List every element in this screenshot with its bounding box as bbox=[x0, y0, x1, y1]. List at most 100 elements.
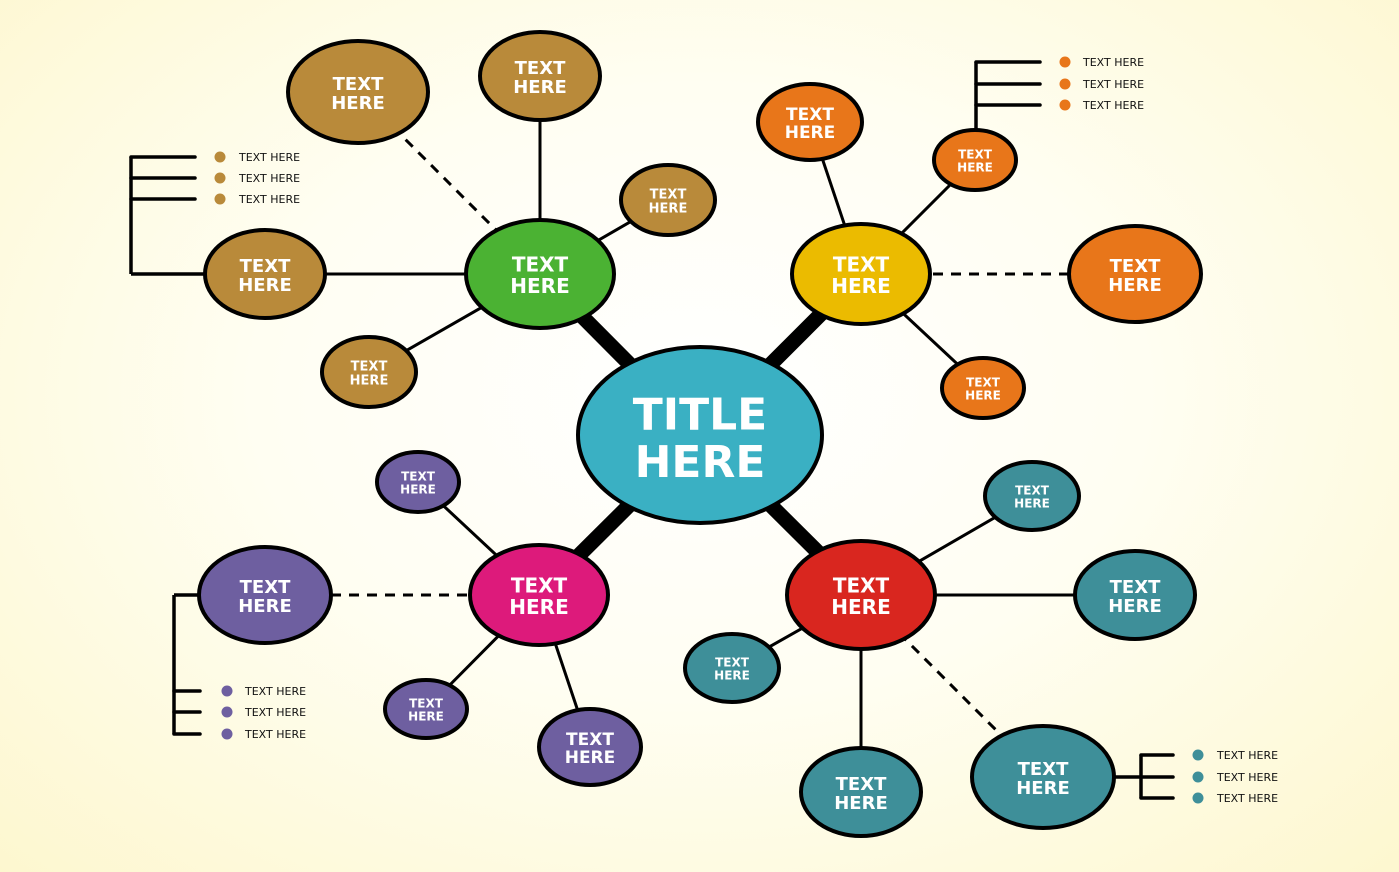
nodes: TEXTHERETEXTHERETEXTHERETEXTHERETEXTHERE… bbox=[197, 30, 1203, 838]
bullet-text-magenta-2: TEXT HERE bbox=[244, 728, 306, 741]
leaf-node-magenta-3-label-1: TEXT bbox=[566, 730, 614, 750]
bullet-text-green-2: TEXT HERE bbox=[238, 193, 300, 206]
leaf-node-green-4-shape bbox=[320, 335, 418, 409]
leaf-node-yellow-2-shape bbox=[1067, 224, 1203, 324]
bullet-text-red-1: TEXT HERE bbox=[1216, 771, 1278, 784]
bullet-dot bbox=[1192, 749, 1204, 761]
leaf-node-green-2-shape bbox=[619, 163, 717, 237]
bullet-text-red-0: TEXT HERE bbox=[1216, 749, 1278, 762]
leaf-node-yellow-0-label-1: TEXT bbox=[786, 105, 834, 125]
leaf-node-magenta-2-label-1: TEXT bbox=[409, 697, 444, 711]
leaf-node-yellow-3-label-2: HERE bbox=[965, 388, 1001, 402]
leaf-node-red-2-label-1: TEXT bbox=[715, 656, 750, 670]
leaf-node-green-0-label-2: HERE bbox=[331, 93, 385, 114]
bullet-text-yellow-1: TEXT HERE bbox=[1082, 78, 1144, 91]
hub-node-red-label-1: TEXT bbox=[833, 574, 890, 598]
bullet-dot bbox=[1192, 792, 1204, 804]
bullet-dot bbox=[214, 151, 226, 163]
leaf-node-yellow-3-shape bbox=[940, 356, 1026, 420]
leaf-node-red-4-label-2: HERE bbox=[1016, 778, 1070, 799]
hub-node-yellow-shape bbox=[790, 222, 932, 326]
leaf-node-magenta-2-label-2: HERE bbox=[408, 709, 444, 723]
bullet-dot bbox=[1059, 99, 1071, 111]
leaf-node-red-4-label-1: TEXT bbox=[1018, 759, 1069, 780]
leaf-node-green-0-label-1: TEXT bbox=[333, 74, 384, 95]
leaf-node-red-1-label-1: TEXT bbox=[1110, 577, 1161, 598]
leaf-node-red-1-label-2: HERE bbox=[1108, 596, 1162, 617]
bullet-dot bbox=[214, 172, 226, 184]
leaf-node-magenta-2-shape bbox=[383, 678, 469, 740]
leaf-node-green-1-label-2: HERE bbox=[513, 77, 567, 98]
leaf-node-green-3-label-2: HERE bbox=[238, 275, 292, 296]
leaf-node-red-3-label-1: TEXT bbox=[836, 774, 887, 795]
title-node-label-1: TITLE bbox=[633, 390, 768, 441]
leaf-node-magenta-1-label-2: HERE bbox=[238, 596, 292, 617]
leaf-node-yellow-3-label-1: TEXT bbox=[966, 376, 1001, 390]
leaf-node-red-1-shape bbox=[1073, 549, 1197, 641]
bullet-dot bbox=[221, 685, 233, 697]
leaf-node-magenta-0-shape bbox=[375, 450, 461, 514]
leaf-node-green-3-label-1: TEXT bbox=[240, 256, 291, 277]
leaf-node-green-4-label-1: TEXT bbox=[351, 359, 388, 374]
leaf-node-red-2-label-2: HERE bbox=[714, 668, 750, 682]
hub-node-yellow-label-2: HERE bbox=[831, 274, 890, 298]
bullet-dot bbox=[221, 728, 233, 740]
hub-node-green-shape bbox=[464, 218, 616, 330]
leaf-node-magenta-1-label-1: TEXT bbox=[240, 577, 291, 598]
bullet-text-magenta-1: TEXT HERE bbox=[244, 706, 306, 719]
hub-node-red-label-2: HERE bbox=[831, 595, 890, 619]
leaf-node-green-0-shape bbox=[286, 39, 430, 145]
leaf-node-red-2-shape bbox=[683, 632, 781, 704]
leaf-node-yellow-1-label-1: TEXT bbox=[958, 148, 993, 162]
leaf-node-red-3-label-2: HERE bbox=[834, 793, 888, 814]
bullet-text-green-1: TEXT HERE bbox=[238, 172, 300, 185]
leaf-node-green-4-label-2: HERE bbox=[350, 373, 389, 388]
leaf-node-red-0-label-2: HERE bbox=[1014, 496, 1050, 510]
bullet-text-yellow-0: TEXT HERE bbox=[1082, 56, 1144, 69]
bullet-dot bbox=[1059, 56, 1071, 68]
leaf-node-magenta-0-label-1: TEXT bbox=[401, 470, 436, 484]
leaf-node-yellow-0-label-2: HERE bbox=[785, 123, 836, 143]
bullet-text-green-0: TEXT HERE bbox=[238, 151, 300, 164]
leaf-node-green-2-label-2: HERE bbox=[649, 201, 688, 216]
bullet-dot bbox=[221, 706, 233, 718]
leaf-node-yellow-0-shape bbox=[756, 82, 864, 162]
bullet-text-red-2: TEXT HERE bbox=[1216, 792, 1278, 805]
bullet-dot bbox=[1192, 771, 1204, 783]
bullet-dot bbox=[214, 193, 226, 205]
title-node-shape bbox=[576, 345, 824, 525]
leaf-node-red-3-shape bbox=[799, 746, 923, 838]
leaf-node-red-0-label-1: TEXT bbox=[1015, 484, 1050, 498]
title-node-label-2: HERE bbox=[635, 437, 766, 488]
hub-node-yellow-label-1: TEXT bbox=[833, 253, 890, 277]
leaf-node-green-1-label-1: TEXT bbox=[515, 58, 566, 79]
hub-node-magenta-label-1: TEXT bbox=[511, 574, 568, 598]
leaf-node-green-1-shape bbox=[478, 30, 602, 122]
hub-node-red-shape bbox=[785, 539, 937, 651]
leaf-node-yellow-1-label-2: HERE bbox=[957, 160, 993, 174]
hub-node-magenta-shape bbox=[468, 543, 610, 647]
leaf-node-red-0-shape bbox=[983, 460, 1081, 532]
